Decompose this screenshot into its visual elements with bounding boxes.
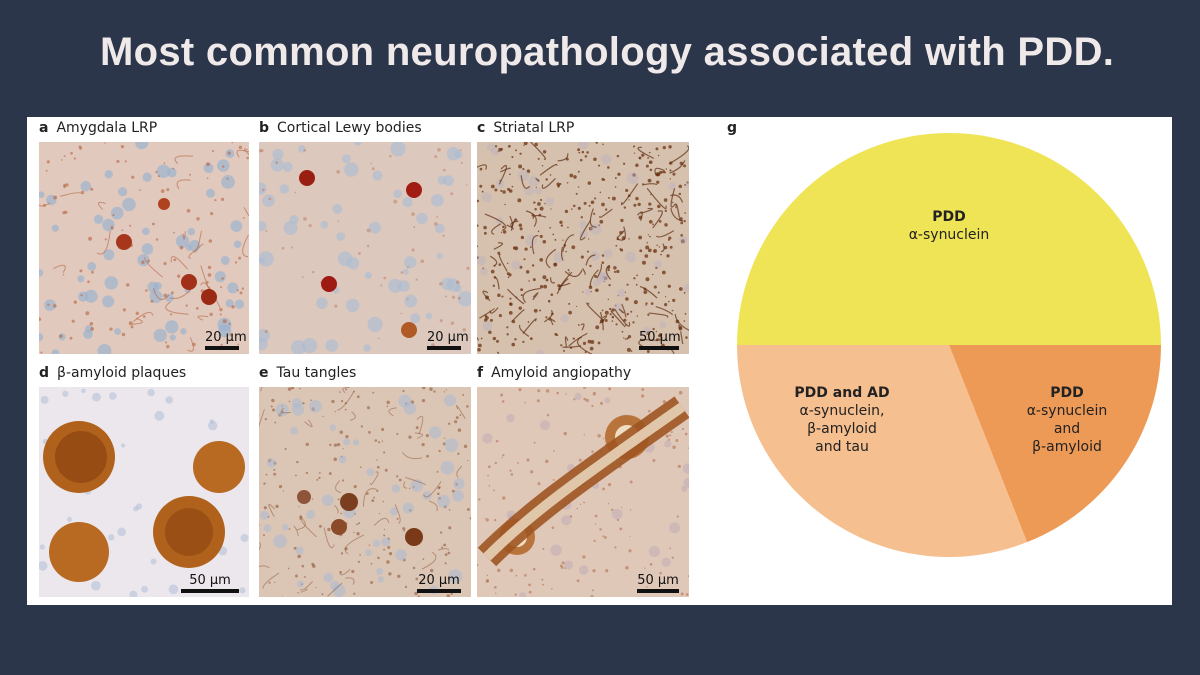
panel-b-title: Cortical Lewy bodies: [277, 120, 422, 136]
panel-g-letter: g: [727, 120, 738, 136]
pie-slice-3-title: PDD and AD: [794, 385, 889, 401]
pie-slice-3: [737, 345, 1028, 557]
panel-e-label: e Tau tangles: [259, 365, 356, 381]
panel-e-letter: e: [259, 365, 269, 381]
pie-slice-1-title: PDD: [932, 209, 966, 225]
panel-f-scalebar: 50 μm: [637, 573, 679, 593]
tau-tangles-micrograph: 20 μm: [259, 387, 471, 597]
figure-panel: a Amygdala LRP 20 μm b Cortical Lewy bodie…: [27, 117, 1172, 605]
panel-b-label: b Cortical Lewy bodies: [259, 120, 422, 136]
panel-b-letter: b: [259, 120, 270, 136]
panel-f-scale-label: 50 μm: [637, 573, 679, 588]
panel-g-label: g: [727, 120, 745, 136]
panel-f-label: f Amyloid angiopathy: [477, 365, 631, 381]
cortical-lewy-bodies-micrograph: 20 μm: [259, 142, 471, 354]
panel-c-scale-label: 50 μm: [639, 330, 681, 345]
panel-a-title: Amygdala LRP: [56, 120, 158, 136]
panel-a-letter: a: [39, 120, 49, 136]
panel-d-scalebar: 50 μm: [181, 573, 239, 593]
panel-a-scale-label: 20 μm: [205, 330, 247, 345]
pie-slice-2-label-line: α-synuclein: [1027, 403, 1108, 419]
pie-slice-3-label-line: α-synuclein,: [799, 403, 884, 419]
panel-c-scalebar: 50 μm: [639, 330, 681, 350]
panel-a-label: a Amygdala LRP: [39, 120, 157, 136]
pie-slice-2-label-line: and: [1054, 421, 1080, 437]
panel-b-scalebar: 20 μm: [427, 330, 469, 350]
panel-a-scalebar: 20 μm: [205, 330, 247, 350]
panel-c-label: c Striatal LRP: [477, 120, 574, 136]
panel-f-letter: f: [477, 365, 484, 381]
panel-f-title: Amyloid angiopathy: [491, 365, 632, 381]
pie-slice-2-title: PDD: [1050, 385, 1084, 401]
amygdala-lrp-micrograph: 20 μm: [39, 142, 249, 354]
pie-slice-3-label-line: and tau: [815, 439, 869, 455]
pie-slice-2: [949, 345, 1161, 543]
pie-slice-2-label-line: β-amyloid: [1032, 439, 1102, 455]
panel-d-label: d β-amyloid plaques: [39, 365, 186, 381]
pie-slice-3-label-line: β-amyloid: [807, 421, 877, 437]
panel-b-scale-label: 20 μm: [427, 330, 469, 345]
amyloid-angiopathy-micrograph: 50 μm: [477, 387, 689, 597]
pie-slice-1-label-line: α-synuclein: [909, 227, 990, 243]
panel-e-scale-label: 20 μm: [418, 573, 460, 588]
beta-amyloid-plaques-micrograph: 50 μm: [39, 387, 249, 597]
panel-c-letter: c: [477, 120, 486, 136]
panel-d-scale-label: 50 μm: [189, 573, 231, 588]
panel-d-letter: d: [39, 365, 50, 381]
panel-d-title: β-amyloid plaques: [57, 365, 187, 381]
panel-e-scalebar: 20 μm: [417, 573, 461, 593]
pie-slice-1: [737, 133, 1161, 345]
slide-title: Most common neuropathology associated wi…: [100, 30, 1115, 74]
pie-chart-svg: PDDα-synucleinPDDα-synucleinandβ-amyloid…: [737, 133, 1161, 557]
striatal-lrp-micrograph: 50 μm: [477, 142, 689, 354]
panel-e-title: Tau tangles: [276, 365, 357, 381]
panel-c-title: Striatal LRP: [493, 120, 575, 136]
